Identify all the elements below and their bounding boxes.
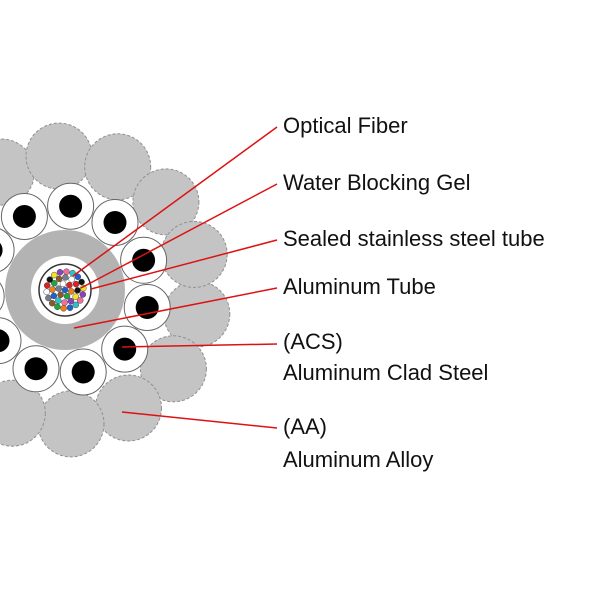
acs-steel-core-dot [0, 242, 3, 258]
aluminum-alloy-strand [37, 390, 105, 458]
aluminum-alloy-strand-ring [0, 122, 231, 458]
label-aa-abbrev: (AA) [283, 414, 327, 439]
optical-fiber-dot [50, 271, 58, 279]
label-optical-fiber: Optical Fiber [283, 113, 408, 138]
label-water-blocking-gel: Water Blocking Gel [283, 170, 471, 195]
optical-fiber-dot [68, 276, 75, 283]
label-stainless-tube: Sealed stainless steel tube [283, 226, 545, 251]
optical-fiber-dot [48, 299, 56, 307]
label-aluminum-tube: Aluminum Tube [283, 274, 436, 299]
optical-fiber-dot [43, 282, 51, 289]
optical-fiber-dot [63, 268, 70, 275]
acs-steel-core-dot [135, 296, 159, 319]
optical-fiber-dot [60, 305, 67, 312]
optical-fiber-dot [56, 269, 64, 276]
acs-steel-core-dot [103, 211, 127, 234]
aluminum-alloy-strand [132, 168, 200, 236]
acs-steel-core-dot [132, 248, 156, 272]
optical-fiber-dot [43, 288, 50, 296]
acs-strand [0, 317, 22, 365]
optical-fiber-dot [68, 288, 75, 295]
aluminum-alloy-strand [0, 379, 46, 447]
optical-fiber-dot [45, 294, 52, 302]
label-acs-abbrev: (ACS) [283, 329, 343, 354]
optical-fiber-dot [79, 291, 87, 298]
optical-fiber-dot [72, 293, 79, 300]
stainless-tube-leader-line [90, 239, 278, 290]
optical-fiber-dot [76, 297, 84, 304]
aluminum-tube-leader-line [73, 287, 278, 329]
optical-fiber-dot [50, 292, 58, 300]
acs-steel-core-dot [0, 329, 10, 353]
optical-fiber-dot [67, 297, 75, 305]
acs-leader-line [121, 343, 278, 348]
optical-fiber-dot [54, 303, 61, 311]
aluminum-alloy-strand [25, 122, 93, 190]
leader-lines [72, 126, 278, 429]
optical-fiber-dot [62, 274, 69, 281]
optical-fiber-dot [55, 297, 62, 304]
water-blocking-gel-leader-line [80, 183, 278, 289]
acs-steel-core-dot [113, 337, 137, 361]
optical-fiber-dot [61, 286, 69, 294]
optical-fiber-dot [55, 285, 62, 292]
optical-fiber-dot [46, 276, 54, 283]
label-acs-name: Aluminum Clad Steel [283, 360, 489, 385]
aluminum-alloy-strand [160, 220, 228, 288]
aa-leader-line [121, 411, 278, 429]
optical-fiber-dot [66, 281, 73, 289]
aluminum-alloy-strand [139, 335, 207, 403]
optical-fiber-bundle [43, 268, 87, 312]
optical-fiber-dot [72, 301, 80, 309]
acs-steel-core-dot [24, 357, 48, 381]
optical-fiber-leader-line [72, 126, 278, 277]
acs-strand [0, 282, 5, 311]
optical-fiber-dot [72, 280, 80, 288]
acs-steel-core-dot [71, 360, 95, 384]
optical-fiber-dot [49, 286, 56, 293]
label-aa-name: Aluminum Alloy [283, 447, 434, 472]
aluminum-alloy-strand [95, 374, 162, 442]
optical-fiber-dot [61, 299, 68, 306]
optical-fiber-dot [51, 280, 58, 287]
acs-strand [0, 228, 15, 272]
optical-fiber-dot [63, 292, 71, 300]
optical-fiber-dot [74, 287, 81, 294]
optical-fiber-dot [74, 273, 82, 281]
optical-fiber-dot [55, 275, 63, 283]
optical-fiber-dot [66, 304, 74, 311]
acs-steel-core-dot [12, 205, 36, 228]
optical-fiber-dot [78, 278, 85, 286]
optical-fiber-dot [57, 291, 64, 299]
acs-steel-core-dot [59, 194, 83, 218]
optical-fiber-dot [59, 280, 67, 288]
